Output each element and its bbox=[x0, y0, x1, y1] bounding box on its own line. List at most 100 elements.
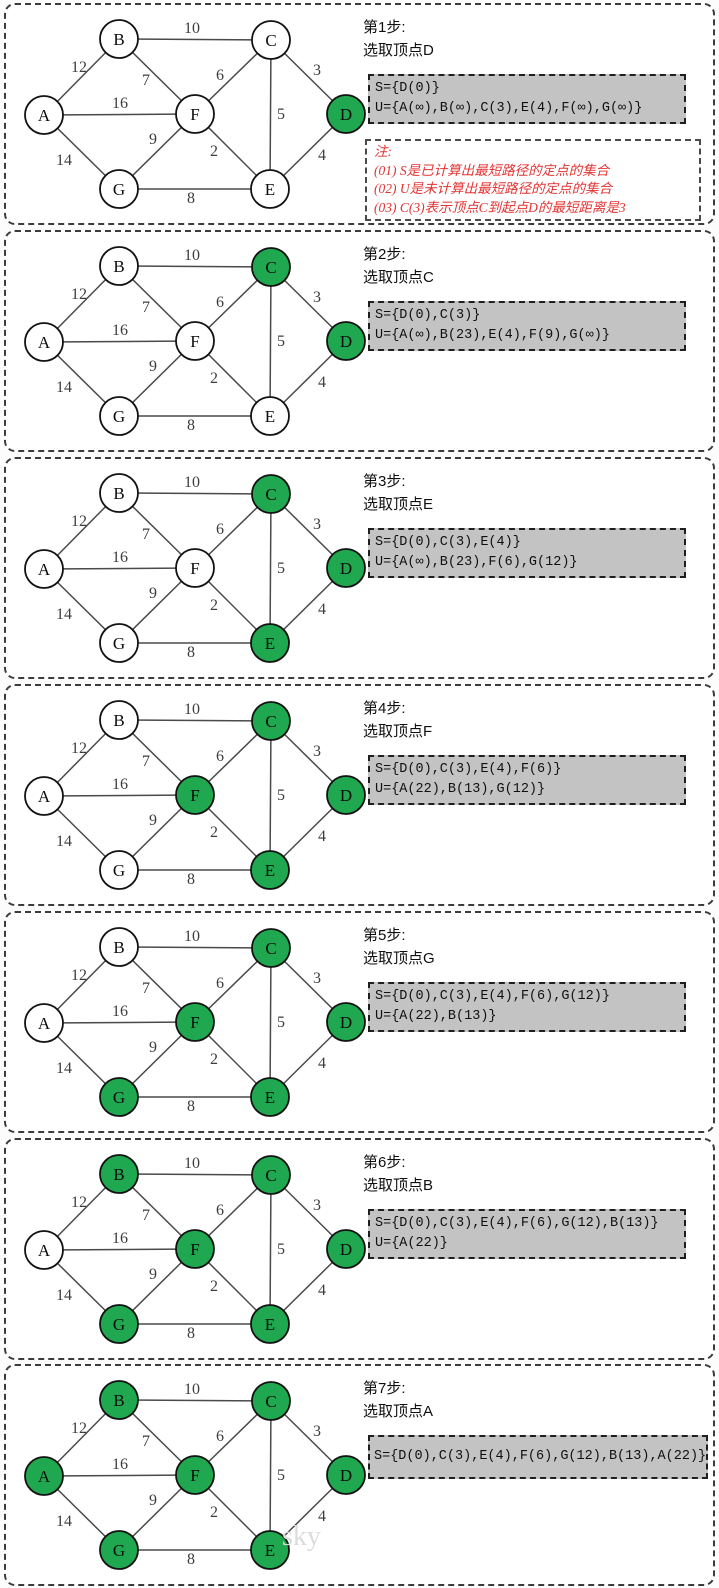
edge-weight-C-E: 5 bbox=[277, 1241, 285, 1258]
step-number-line: 第7步: bbox=[363, 1380, 406, 1397]
node-label-F: F bbox=[190, 559, 199, 578]
node-label-A: A bbox=[38, 1241, 51, 1260]
node-E-selected bbox=[250, 1530, 290, 1570]
step-action-line: 选取顶点F bbox=[363, 723, 433, 740]
step-title: 第2步:选取顶点C bbox=[363, 243, 434, 289]
edge-weight-G-E: 8 bbox=[187, 417, 195, 434]
node-label-F: F bbox=[190, 1013, 199, 1032]
s-set-line: S={D(0)} bbox=[375, 81, 440, 96]
edge-weight-C-E: 5 bbox=[277, 787, 285, 804]
edge-weight-A-B: 12 bbox=[71, 967, 87, 984]
node-B bbox=[99, 19, 139, 59]
node-A bbox=[24, 1230, 64, 1270]
edge-B-C bbox=[118, 946, 272, 949]
step-title: 第3步: 选取顶点E bbox=[363, 470, 433, 516]
edge-weight-C-E: 5 bbox=[277, 560, 285, 577]
node-label-G: G bbox=[113, 407, 125, 426]
edge-weight-F-G: 9 bbox=[149, 1492, 157, 1509]
edge-weight-F-E: 2 bbox=[210, 1278, 218, 1295]
step-number-line: 第3步: bbox=[363, 473, 406, 490]
node-C-selected bbox=[251, 474, 291, 514]
node-F bbox=[175, 321, 215, 361]
node-B bbox=[99, 927, 139, 967]
edge-weight-A-F: 16 bbox=[112, 1230, 128, 1247]
s-set-line: S={D(0),C(3),E(4),F(6)} bbox=[375, 762, 562, 777]
node-label-F: F bbox=[190, 786, 199, 805]
node-D-selected bbox=[326, 1229, 366, 1269]
node-label-D: D bbox=[340, 1240, 352, 1259]
node-A bbox=[24, 549, 64, 589]
edge-weight-A-B: 12 bbox=[71, 513, 87, 530]
node-label-F: F bbox=[190, 1240, 199, 1259]
edge-weight-A-B: 12 bbox=[71, 740, 87, 757]
node-A-selected bbox=[24, 1456, 64, 1496]
edge-weight-C-F: 6 bbox=[216, 67, 224, 84]
node-label-E: E bbox=[265, 407, 275, 426]
node-D-selected bbox=[326, 548, 366, 588]
node-label-B: B bbox=[113, 1391, 124, 1410]
edge-C-E bbox=[269, 720, 272, 871]
node-label-D: D bbox=[340, 1466, 352, 1485]
node-label-D: D bbox=[340, 332, 352, 351]
edge-weight-D-E: 4 bbox=[318, 828, 326, 845]
edge-weight-C-D: 3 bbox=[313, 743, 321, 760]
node-F bbox=[175, 94, 215, 134]
node-G-selected bbox=[99, 1304, 139, 1344]
s-set-line: S={D(0),C(3),E(4),F(6),G(12),B(13),A(22)… bbox=[374, 1449, 707, 1464]
node-E-selected bbox=[250, 1077, 290, 1117]
node-label-F: F bbox=[190, 105, 199, 124]
edge-weight-B-F: 7 bbox=[142, 72, 150, 89]
node-label-C: C bbox=[265, 1166, 276, 1185]
step-title: 第6步:选取顶点B bbox=[363, 1151, 433, 1197]
edge-weight-A-B: 12 bbox=[71, 1420, 87, 1437]
node-E-selected bbox=[250, 850, 290, 890]
s-set-line: S={D(0),C(3),E(4),F(6),G(12)} bbox=[375, 989, 610, 1004]
note-line-3: (03) C(3)表示顶点C到起点D的最短距离是3 bbox=[374, 199, 626, 215]
edge-weight-C-E: 5 bbox=[277, 333, 285, 350]
s-set-line: S={D(0),C(3),E(4)} bbox=[375, 535, 521, 550]
step-action-line: 选取顶点E bbox=[363, 496, 434, 513]
node-C bbox=[251, 20, 291, 60]
node-B bbox=[99, 473, 139, 513]
edge-weight-C-E: 5 bbox=[277, 106, 285, 123]
node-label-G: G bbox=[113, 861, 125, 880]
edge-weight-A-G: 14 bbox=[56, 606, 72, 623]
node-C-selected bbox=[251, 928, 291, 968]
edge-B-C bbox=[118, 719, 272, 722]
set-state-box: S={D(0),C(3),E(4)}U={A(∞),B(23),F(6),G(1… bbox=[368, 528, 686, 578]
edge-C-E bbox=[269, 947, 272, 1098]
edge-weight-F-E: 2 bbox=[210, 597, 218, 614]
edge-weight-G-E: 8 bbox=[187, 190, 195, 207]
step-action-line: 选取顶点D bbox=[363, 42, 434, 59]
edge-A-F bbox=[43, 567, 196, 570]
edge-weight-D-E: 4 bbox=[318, 1055, 326, 1072]
node-label-E: E bbox=[265, 1088, 275, 1107]
node-label-D: D bbox=[340, 105, 352, 124]
node-label-C: C bbox=[265, 485, 276, 504]
node-C-selected bbox=[251, 247, 291, 287]
node-E bbox=[250, 396, 290, 436]
node-B-selected bbox=[99, 1154, 139, 1194]
edge-weight-B-C: 10 bbox=[184, 1381, 200, 1398]
edge-weight-B-C: 10 bbox=[184, 247, 200, 264]
edge-weight-A-G: 14 bbox=[56, 379, 72, 396]
edge-weight-C-F: 6 bbox=[216, 1202, 224, 1219]
step-number-line: 第5步: bbox=[363, 927, 406, 944]
node-label-E: E bbox=[265, 180, 275, 199]
step-action-line: 选取顶点B bbox=[363, 1177, 434, 1194]
node-label-D: D bbox=[340, 1013, 352, 1032]
edge-B-C bbox=[118, 1173, 272, 1176]
edge-weight-C-D: 3 bbox=[313, 970, 321, 987]
u-set-line: U={A(22),B(13)} bbox=[375, 1009, 497, 1024]
edge-weight-A-G: 14 bbox=[56, 833, 72, 850]
edge-C-E bbox=[269, 1174, 272, 1325]
node-D-selected bbox=[326, 1002, 366, 1042]
edge-weight-G-E: 8 bbox=[187, 644, 195, 661]
